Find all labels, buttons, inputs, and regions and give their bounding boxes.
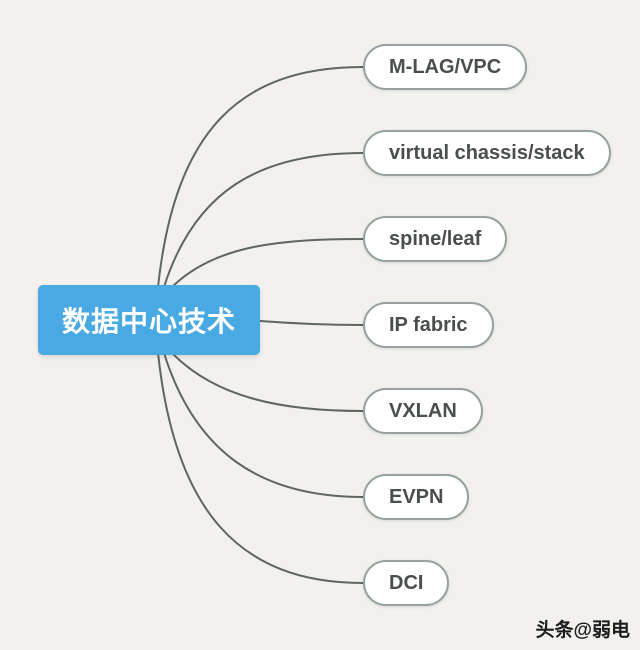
- node-vxlan[interactable]: VXLAN: [363, 388, 483, 434]
- connector-evpn: [163, 352, 364, 498]
- node-dci[interactable]: DCI: [363, 560, 450, 606]
- watermark-label: 头条@弱电: [535, 620, 630, 641]
- node-evpn[interactable]: EVPN: [363, 474, 470, 520]
- node-virtual-chassis-stack[interactable]: virtual chassis/stack: [363, 130, 611, 176]
- connector-m-lag-vpc: [157, 66, 364, 288]
- connector-dci: [157, 352, 364, 584]
- node-spine-leaf[interactable]: spine/leaf: [363, 216, 508, 262]
- root-node-data-center-technology[interactable]: 数据中心技术: [38, 285, 260, 355]
- connector-ip-fabric: [259, 320, 364, 326]
- connector-virtual-chassis-stack: [163, 152, 364, 288]
- connector-spine-leaf: [171, 238, 364, 288]
- node-m-lag-vpc[interactable]: M-LAG/VPC: [363, 44, 528, 90]
- connector-vxlan: [171, 352, 364, 412]
- node-ip-fabric[interactable]: IP fabric: [363, 302, 494, 348]
